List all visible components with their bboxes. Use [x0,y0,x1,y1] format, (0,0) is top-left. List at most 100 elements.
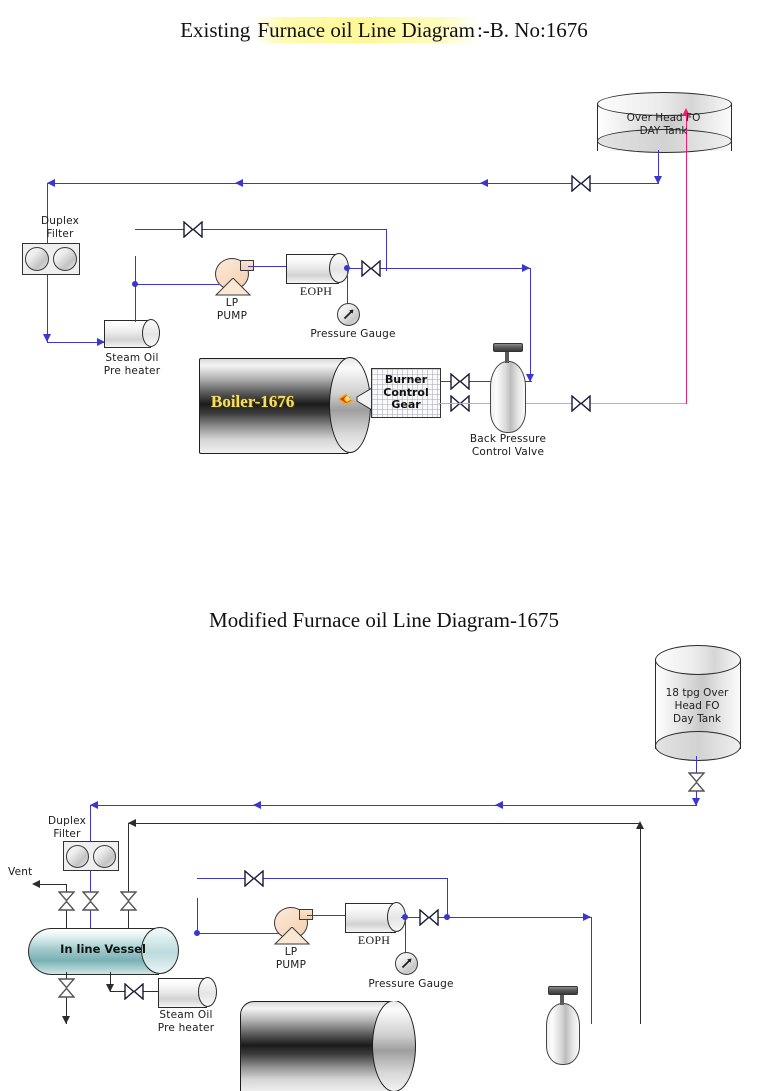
gate-valve-vent-2 [58,891,75,911]
diagram-1-title: Existing Furnace oil Line Diagram:-B. No… [0,17,768,43]
gate-valve-vessel-inlet-2 [82,891,99,911]
pump-discharge-nozzle [240,260,254,271]
overflow-riser-1 [686,110,687,404]
recirculation-line-2 [197,878,448,879]
preheater-cap [142,319,160,347]
pressure-gauge-1 [337,303,360,326]
furnace-oil-line-diagrams-page: Existing Furnace oil Line Diagram:-B. No… [0,17,768,1091]
arrow-left-header-2c [495,800,503,809]
in-line-vessel-label: In line Vessel [60,942,146,956]
left-riser-line-2 [90,805,91,939]
duplex-filter-label-1: Duplex Filter [40,215,79,240]
overhead-fo-day-tank-2: 18 tpg Over Head FO Day Tank [655,645,741,763]
arrow-left-header-2a [90,800,98,809]
vessel-drain-line [66,972,67,1024]
arrow-down-burner-supply [525,374,534,382]
bpcv-handwheel-2 [548,986,578,995]
gauge-tap-line-1 [347,268,348,304]
pump-suction-line-1 [135,284,219,285]
gate-valve-eoph-outlet-2 [419,909,439,926]
filter-to-preheater-line [47,342,105,343]
preheater-to-pump-riser-2 [197,898,198,934]
lp-pump-2 [271,907,313,945]
filter-element-right [53,247,77,271]
arrow-left-vent-header [128,818,136,827]
diagram-1-title-suffix: :-B. No:1676 [476,18,588,42]
arrow-left-header-b [235,178,243,187]
vessel-cap [141,927,179,974]
vessel-outlet-drop [110,972,111,992]
vent-header-line-2 [128,823,640,824]
burner-flame-icon [338,388,372,410]
pump-suction-line-2 [197,933,279,934]
lp-pump-label-1: LP PUMP [216,297,248,322]
vent-label-2: Vent [8,866,33,878]
gate-valve-vessel-outlet-2 [124,983,144,1000]
diagram-1-title-prefix: Existing [180,18,256,42]
duplex-filter-1 [22,243,80,275]
boiler-2 [240,1001,420,1091]
in-line-vessel-2: In line Vessel [28,927,179,975]
bpcv-stem-2 [560,992,564,1005]
arrow-left-header-c [480,178,488,187]
eoph-label-1: EOPH [299,284,333,298]
pump-discharge-line-1 [248,266,288,267]
steam-oil-preheater-label-2: Steam Oil Pre heater [157,1009,215,1034]
duplex-filter-2 [63,841,119,871]
supply-drop-to-burner-1 [530,268,531,382]
pump-discharge-line-2 [307,915,347,916]
boiler-shell-2 [240,1001,392,1091]
arrow-down-tank-outlet [653,176,662,184]
preheater-cap-2 [198,977,217,1007]
boiler-1676: Boiler-1676 [199,357,371,454]
steam-oil-preheater-2 [158,977,217,1008]
recirculation-line-1 [135,229,387,230]
arrow-up-overflow-1 [681,108,690,116]
vessel-shell [28,928,159,975]
gate-valve-eoph-outlet-1 [361,260,381,277]
lp-pump-1 [212,258,254,296]
tank-outlet-line [658,150,659,184]
boiler-label: Boiler-1676 [211,392,295,411]
gate-valve-tank-2-outlet [688,772,705,792]
steam-oil-preheater-1 [104,319,160,348]
bpcv-handwheel [493,343,523,352]
bpcv-body-2 [546,1003,580,1065]
diagram-2-title: Modified Furnace oil Line Diagram-1675 [209,608,559,632]
pressure-gauge-label-2: Pressure Gauge [368,978,454,990]
pressure-gauge-2 [395,952,418,975]
junction-dot-pump-suction-2 [194,930,200,936]
gate-valve-return-1 [571,395,591,412]
gate-valve-recirculation-1 [183,221,203,238]
arrow-right-preheater-in [97,337,105,346]
gate-valve-vessel-return-2 [120,891,137,911]
tank-top [597,92,732,116]
boiler-front-head [329,357,371,453]
boiler-shell [199,358,349,454]
gate-valve-header-1 [571,175,591,192]
arrow-down-vessel-drain [61,1016,70,1024]
eoph-label-2: EOPH [357,933,391,947]
bcg-line-1: Burner [384,373,428,387]
gauge-needle-icon-2 [401,958,412,969]
eoph-2 [345,902,406,933]
arrow-down-tank-2-outlet [691,798,700,806]
bpcv-label-1: Back Pressure Control Valve [469,433,547,458]
arrow-up-vent-riser [635,821,644,829]
bcg-line-2: Control [383,385,429,399]
arrow-right-eoph-outlet-2 [583,912,591,921]
bpcv-stem [505,349,509,363]
gate-valve-recirculation-2 [244,870,264,887]
tank-top-2 [655,645,741,675]
recirculation-drop-2 [447,878,448,920]
diagram-1-title-highlight: Furnace oil Line Diagram [255,17,477,43]
eoph-outlet-line-2 [401,917,591,918]
arrow-left-vent [32,879,40,888]
tank-bottom-2 [655,731,741,761]
filter-element-right-2 [93,844,116,868]
pump-base [214,278,252,296]
gate-valve-vessel-drain-2 [58,978,75,998]
vent-drop-line-2 [128,823,129,945]
overhead-fo-day-tank-1: Over Head FO DAY Tank [597,92,732,158]
preheater-to-pump-riser [135,256,136,322]
